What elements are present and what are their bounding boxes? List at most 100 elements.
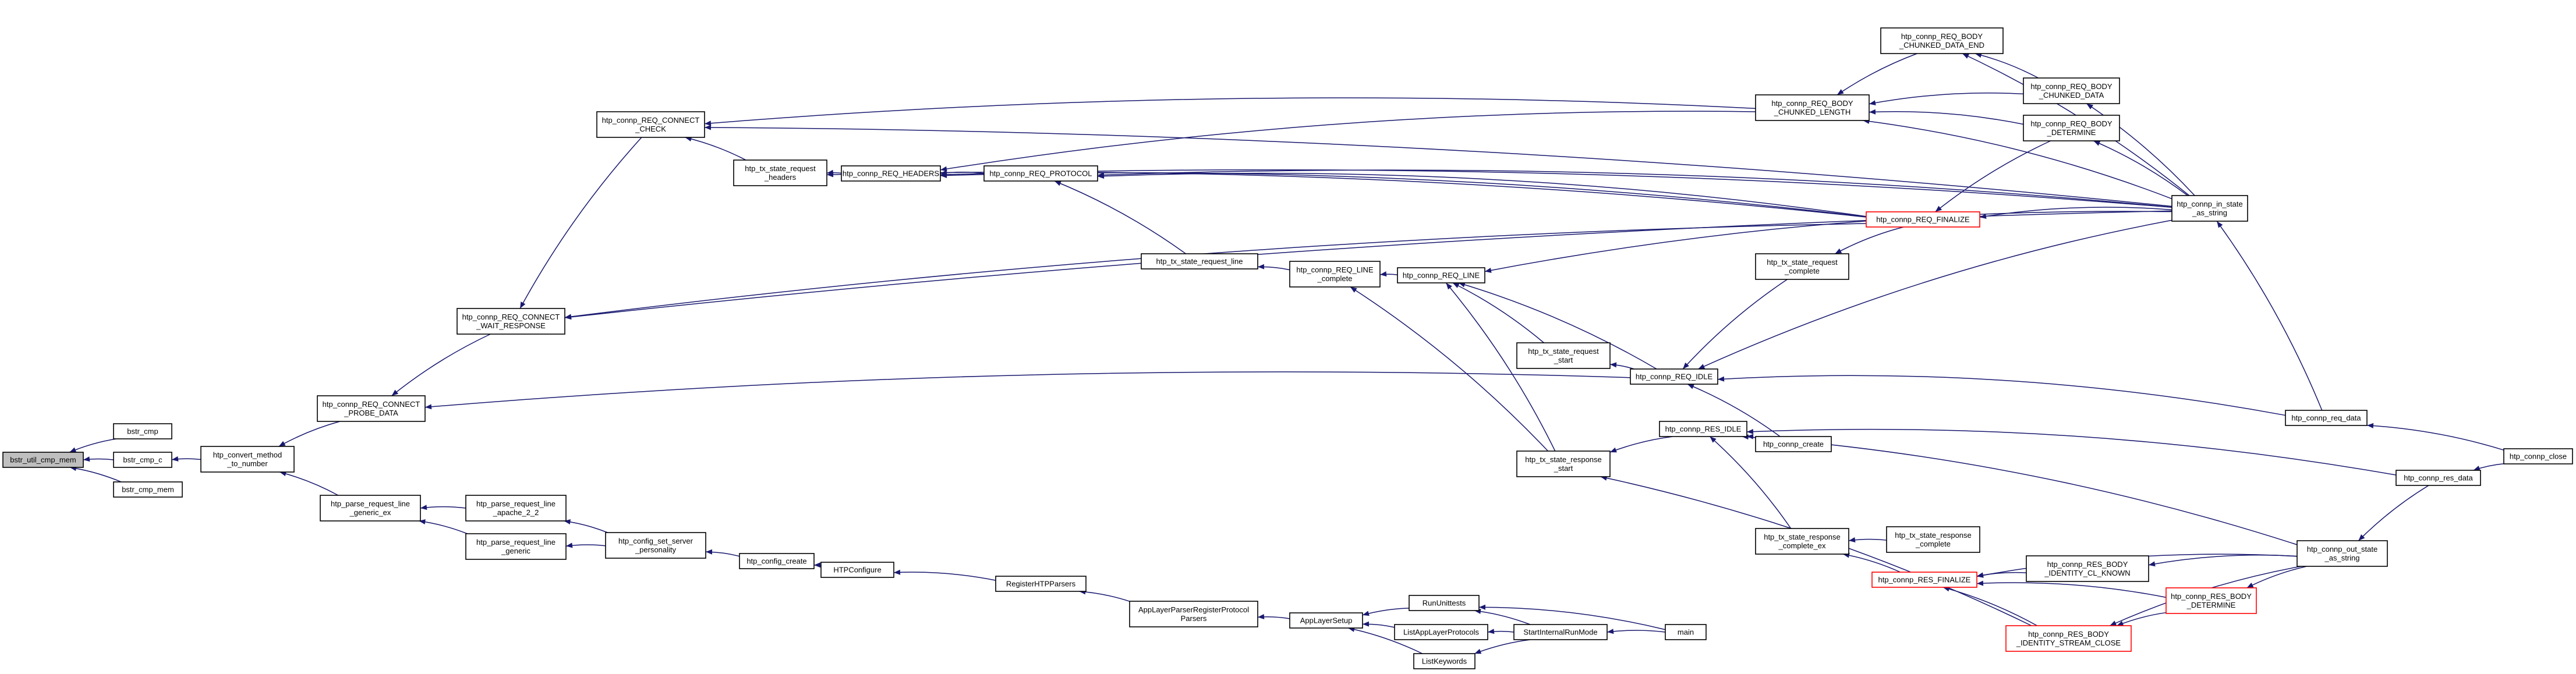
node-label: _apache_2_2 bbox=[493, 508, 539, 517]
node-config-create[interactable]: htp_config_create bbox=[739, 553, 815, 569]
node-label: htp_connp_in_state bbox=[2177, 200, 2242, 208]
node-label: htp_connp_req_data bbox=[2291, 414, 2361, 423]
node-req-idle[interactable]: htp_connp_REQ_IDLE bbox=[1630, 368, 1718, 385]
node-tx-req-start[interactable]: htp_tx_state_request_start bbox=[1516, 342, 1611, 369]
node-box bbox=[2503, 448, 2573, 464]
node-label: htp_connp_REQ_CONNECT bbox=[602, 116, 700, 125]
node-main[interactable]: main bbox=[1665, 624, 1707, 640]
node-bstr-cmp-c[interactable]: bstr_cmp_c bbox=[113, 452, 172, 468]
node-parse-apache[interactable]: htp_parse_request_line_apache_2_2 bbox=[465, 495, 567, 522]
node-start-internal[interactable]: StartInternalRunMode bbox=[1513, 624, 1608, 640]
edge-arrowhead bbox=[1977, 572, 1984, 578]
edge-in_state_as_string-to-body_chunked_data bbox=[2086, 103, 2195, 196]
edge-arrowhead bbox=[940, 166, 947, 172]
edge-in_state_as_string-to-req_finalize bbox=[1979, 207, 2172, 218]
edge-out_state_as_string-to-res_body_determine bbox=[2246, 566, 2307, 588]
node-in-state-as-string[interactable]: htp_connp_in_state_as_string bbox=[2171, 195, 2248, 222]
node-box bbox=[2023, 77, 2120, 104]
edge-connect_check-to-wait_response bbox=[519, 137, 642, 309]
node-label: _generic_ex bbox=[349, 508, 391, 517]
node-parse-generic[interactable]: htp_parse_request_line_generic bbox=[465, 533, 567, 560]
node-req-line-complete[interactable]: htp_connp_REQ_LINE_complete bbox=[1289, 261, 1381, 288]
node-convert-method[interactable]: htp_convert_method_to_number bbox=[200, 446, 295, 473]
node-label: htp_connp_close bbox=[2510, 452, 2567, 461]
node-req-data[interactable]: htp_connp_req_data bbox=[2285, 410, 2368, 426]
node-parse-generic-ex[interactable]: htp_parse_request_line_generic_ex bbox=[320, 495, 421, 522]
edge-arrowhead bbox=[1479, 604, 1486, 610]
node-label: htp_connp_RES_BODY bbox=[2047, 560, 2128, 569]
node-res-body-determine[interactable]: htp_connp_RES_BODY_DETERMINE bbox=[2165, 587, 2257, 614]
node-set-server-personality[interactable]: htp_config_set_server_personality bbox=[605, 532, 706, 559]
node-req-finalize[interactable]: htp_connp_REQ_FINALIZE bbox=[1866, 211, 1980, 228]
node-req-line[interactable]: htp_connp_REQ_LINE bbox=[1397, 267, 1485, 283]
node-bstr-cmp-mem[interactable]: bstr_cmp_mem bbox=[113, 481, 183, 498]
edge-arrowhead bbox=[1474, 648, 1482, 654]
node-bstr-cmp[interactable]: bstr_cmp bbox=[113, 423, 172, 439]
node-probe-data[interactable]: htp_connp_REQ_CONNECT_PROBE_DATA bbox=[317, 395, 426, 422]
node-res-finalize[interactable]: htp_connp_RES_FINALIZE bbox=[1871, 572, 1977, 588]
edge-arrowhead bbox=[1869, 109, 1876, 115]
node-body-chunked-length[interactable]: htp_connp_REQ_BODY_CHUNKED_LENGTH bbox=[1755, 94, 1870, 121]
node-body-chunked-data[interactable]: htp_connp_REQ_BODY_CHUNKED_DATA bbox=[2023, 77, 2120, 104]
node-connect-check[interactable]: htp_connp_REQ_CONNECT_CHECK bbox=[596, 111, 705, 138]
node-out-state-as-string[interactable]: htp_connp_out_state_as_string bbox=[2297, 540, 2388, 567]
node-run-unittests[interactable]: RunUnittests bbox=[1409, 595, 1480, 611]
node-root[interactable]: bstr_util_cmp_mem bbox=[2, 452, 84, 468]
node-body-chunked-data-end[interactable]: htp_connp_REQ_BODY_CHUNKED_DATA_END bbox=[1880, 27, 2004, 54]
node-box bbox=[113, 423, 172, 439]
node-box bbox=[2171, 195, 2248, 222]
node-wait-response[interactable]: htp_connp_REQ_CONNECT_WAIT_RESPONSE bbox=[457, 308, 565, 335]
edge-start_internal-to-list_keywords bbox=[1474, 639, 1531, 654]
node-box bbox=[983, 165, 1098, 182]
node-tx-res-start[interactable]: htp_tx_state_response_start bbox=[1516, 450, 1611, 477]
node-box bbox=[596, 111, 705, 138]
edge-arrowhead bbox=[565, 314, 572, 320]
node-htpconfigure[interactable]: HTPConfigure bbox=[820, 562, 894, 578]
node-tx-res-complete[interactable]: htp_tx_state_response_complete bbox=[1886, 526, 1980, 553]
node-tx-req-line[interactable]: htp_tx_state_request_line bbox=[1141, 253, 1258, 269]
node-tx-res-complete-ex[interactable]: htp_tx_state_response_complete_ex bbox=[1755, 528, 1849, 555]
node-tx-req-headers[interactable]: htp_tx_state_request_headers bbox=[733, 159, 827, 186]
node-label: htp_config_create bbox=[746, 557, 806, 566]
edge-body_chunked_length-to-req_headers bbox=[940, 111, 1756, 171]
node-label: StartInternalRunMode bbox=[1523, 628, 1597, 637]
edge-app_layer_register-to-register_parsers bbox=[1079, 591, 1130, 602]
edge-arrowhead bbox=[1446, 283, 1452, 290]
edge-tx_req_line-to-req_protocol bbox=[1054, 180, 1186, 254]
edge-arrowhead bbox=[391, 389, 399, 396]
node-res-body-cl-known[interactable]: htp_connp_RES_BODY_IDENTITY_CL_KNOWN bbox=[2026, 555, 2149, 582]
node-list-app-layer[interactable]: ListAppLayerProtocols bbox=[1394, 624, 1488, 640]
edge-out_state_as_string-to-res_body_cl_known bbox=[2148, 554, 2298, 566]
edge-arrowhead bbox=[1683, 362, 1689, 369]
node-connp-close[interactable]: htp_connp_close bbox=[2503, 448, 2573, 464]
node-label: htp_connp_REQ_BODY bbox=[2030, 82, 2113, 91]
node-res-data[interactable]: htp_connp_res_data bbox=[2395, 470, 2481, 486]
node-body-stream-close[interactable]: htp_connp_RES_BODY_IDENTITY_STREAM_CLOSE bbox=[2005, 625, 2132, 652]
node-req-headers[interactable]: htp_connp_REQ_HEADERS bbox=[841, 165, 941, 182]
edge-req_finalize-to-req_protocol bbox=[1097, 172, 1867, 217]
node-body-determine-req[interactable]: htp_connp_REQ_BODY_DETERMINE bbox=[2023, 115, 2120, 141]
node-label: htp_connp_REQ_BODY bbox=[2030, 119, 2113, 128]
node-req-protocol[interactable]: htp_connp_REQ_PROTOCOL bbox=[983, 165, 1098, 182]
node-tx-req-complete[interactable]: htp_tx_state_request_complete bbox=[1755, 253, 1849, 280]
edge-bstr_cmp_mem-to-root bbox=[69, 467, 122, 483]
edge-arrowhead bbox=[940, 172, 947, 178]
node-list-keywords[interactable]: ListKeywords bbox=[1413, 653, 1475, 669]
node-label: htp_connp_REQ_LINE bbox=[1403, 271, 1480, 280]
edge-arrowhead bbox=[1363, 621, 1370, 627]
node-register-parsers[interactable]: RegisterHTPParsers bbox=[995, 576, 1087, 592]
node-label: _CHUNKED_LENGTH bbox=[1774, 108, 1850, 116]
edge-req_data-to-req_idle bbox=[1717, 375, 2286, 416]
node-box bbox=[1141, 253, 1258, 269]
edge-arrowhead bbox=[520, 301, 526, 308]
edge-in_state_as_string-to-req_line bbox=[1484, 211, 2172, 272]
edge-arrowhead bbox=[1718, 376, 1725, 382]
node-res-idle[interactable]: htp_connp_RES_IDLE bbox=[1659, 421, 1747, 437]
edge-arrowhead bbox=[1977, 580, 1984, 586]
node-connp-create[interactable]: htp_connp_create bbox=[1755, 436, 1832, 452]
edge-bstr_cmp-to-root bbox=[69, 438, 116, 453]
node-box bbox=[1665, 624, 1707, 640]
node-app-layer-setup[interactable]: AppLayerSetup bbox=[1289, 612, 1363, 629]
node-box bbox=[1289, 612, 1363, 629]
